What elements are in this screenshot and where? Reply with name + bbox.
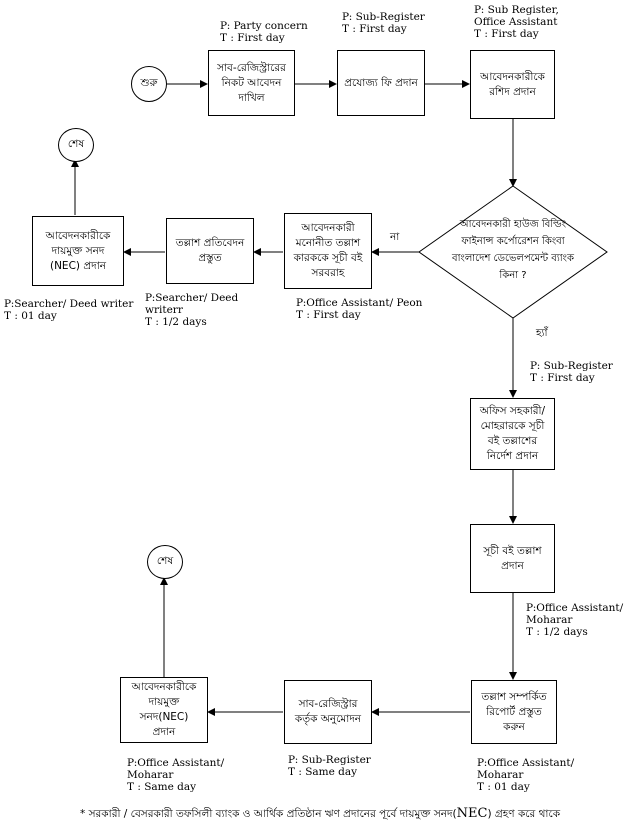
- text-line: মোহরারকে সূচী: [480, 420, 545, 432]
- note-line: T : First day: [220, 32, 285, 44]
- note-line: P: Sub-Register: [530, 360, 613, 372]
- note-line: T : First day: [474, 28, 539, 40]
- text-line: রিপোর্ট প্রস্তুত: [486, 705, 542, 718]
- note-line: P: Sub-Register: [342, 11, 425, 23]
- note-line: T : 01 day: [477, 781, 530, 793]
- text-line: আবেদনকারীকে: [45, 229, 111, 242]
- step-prepare-search-report: তল্লাশ প্রতিবেদন প্রস্তুত: [166, 218, 254, 284]
- text-line: ফাইনান্স কর্পোরেশন কিংবা: [461, 236, 565, 247]
- footnote-nec: NEC: [456, 806, 488, 821]
- text-line: নিকট আবেদন: [221, 76, 282, 89]
- text-line: (NEC) প্রদান: [49, 259, 107, 272]
- note-line: Moharar: [477, 769, 524, 781]
- text-line: আবেদনকারীকে: [131, 681, 197, 693]
- branch-label-yes: হ্যাঁ: [536, 327, 548, 339]
- step-issue-nec-2: আবেদনকারীকে দায়মুক্ত সনদ(NEC) প্রদান: [120, 677, 208, 743]
- text-line: প্রদান: [501, 559, 524, 572]
- step-prepare-report: তল্লাশ সম্পর্কিত রিপোর্ট প্রস্তুত করুন: [471, 680, 557, 744]
- note-line: P:Searcher/ Deed writer: [4, 298, 134, 310]
- text-line: রশিদ প্রদান: [489, 85, 536, 98]
- note-line: P:Office Assistant/: [526, 602, 624, 614]
- step-supply-index-book: আবেদনকারী মনোনীত তল্লাশ কারককে সূচী বই সরবর…: [284, 213, 372, 289]
- note-line: T : 01 day: [4, 310, 57, 322]
- note-line: Moharar: [526, 614, 573, 626]
- text-line: প্রযোজ্য ফি প্রদান: [344, 76, 418, 89]
- text-line: সরবরাহ: [311, 267, 345, 279]
- text-line: প্রস্তুত: [198, 252, 222, 264]
- text-line: কর্তৃক অনুমোদন: [294, 713, 362, 725]
- text-line: মনোনীত তল্লাশ: [295, 237, 361, 249]
- note-line: P:Office Assistant/: [477, 757, 575, 769]
- note-line: P:Office Assistant/: [127, 757, 225, 769]
- note-line: P:Office Assistant/ Peon: [296, 297, 423, 309]
- step-subregistrar-approval: সাব-রেজিস্ট্রার কর্তৃক অনুমোদন: [284, 680, 372, 744]
- start-node: শুরু: [131, 66, 167, 102]
- text-line: তল্লাশ প্রতিবেদন: [175, 237, 245, 249]
- text-line: দায়মুক্ত: [148, 696, 180, 708]
- text-line: আবেদনকারীকে: [480, 70, 545, 83]
- note-line: T : Same day: [288, 766, 358, 778]
- text-line: সনদ(NEC): [139, 711, 189, 723]
- text-line: আবেদনকারী হাউজ বিল্ডিং: [459, 219, 567, 230]
- note-line: Office Assistant: [474, 16, 558, 28]
- text-line: করুন: [503, 720, 525, 733]
- step-pay-fee: প্রযোজ্য ফি প্রদান: [337, 50, 425, 116]
- text-line: কিনা ?: [499, 270, 527, 281]
- note-line: Moharar: [127, 769, 174, 781]
- note-line: T : Same day: [127, 781, 197, 793]
- note-line: T : First day: [530, 372, 595, 384]
- branch-label-no: না: [390, 231, 400, 243]
- text-line: তল্লাশ সম্পর্কিত: [481, 690, 547, 703]
- text-line: কারককে সূচী বই: [293, 252, 363, 264]
- step-apply-to-subregistrar: সাব-রেজিস্ট্রারের নিকট আবেদন দাখিল: [208, 50, 295, 116]
- text-line: সূচী বই তল্লাশ: [483, 544, 542, 557]
- text-line: আবেদনকারী: [301, 222, 355, 234]
- text-line: সাব-রেজিস্ট্রার: [298, 698, 358, 710]
- step-provide-index-search: সূচী বই তল্লাশ প্রদান: [470, 524, 555, 593]
- note-line: T : First day: [296, 309, 361, 321]
- end-label-1: শেষ: [67, 137, 85, 150]
- step-give-receipt: আবেদনকারীকে রশিদ প্রদান: [470, 50, 555, 119]
- text-line: দাখিল: [238, 91, 265, 104]
- end-label-2: শেষ: [156, 554, 174, 567]
- note-line: P: Sub-Register: [288, 754, 371, 766]
- note-line: T : 1/2 days: [145, 316, 207, 328]
- text-line: বাংলাদেশ ডেভেলপমেন্ট ব্যাংক: [452, 253, 574, 264]
- text-line: নির্দেশ প্রদান: [486, 450, 539, 462]
- decision-question: আবেদনকারী হাউজ বিল্ডিং ফাইনান্স কর্পোরেশন…: [430, 216, 596, 284]
- note-line: T : 1/2 days: [526, 626, 588, 638]
- end-node-2: শেষ: [147, 545, 183, 579]
- text-line: বই তল্লাশের: [487, 435, 538, 447]
- note-line: P:Searcher/ Deed: [145, 292, 239, 304]
- step-order-index-search: অফিস সহকারী/ মোহরারকে সূচী বই তল্লাশের নির্…: [470, 398, 555, 470]
- footnote: * সরকারী / বেসরকারী তফসিলী ব্যাংক ও আর্থ…: [80, 806, 560, 824]
- start-label: শুরু: [140, 76, 158, 89]
- end-node-1: শেষ: [58, 128, 94, 162]
- text-line: সাব-রেজিস্ট্রারের: [217, 61, 286, 74]
- text-line: প্রদান: [152, 726, 176, 738]
- note-line: writerr: [145, 304, 183, 316]
- step-issue-nec-1: আবেদনকারীকে দায়মুক্ত সনদ (NEC) প্রদান: [32, 216, 124, 286]
- footnote-prefix: * সরকারী / বেসরকারী তফসিলী ব্যাংক ও আর্থ…: [80, 808, 457, 820]
- text-line: দায়মুক্ত সনদ: [51, 244, 105, 257]
- note-line: T : First day: [342, 23, 407, 35]
- note-line: P: Party concern: [220, 20, 308, 32]
- note-line: P: Sub Register,: [474, 4, 559, 16]
- text-line: অফিস সহকারী/: [479, 405, 546, 417]
- footnote-suffix: ) গ্রহণ করে থাকে: [487, 808, 561, 820]
